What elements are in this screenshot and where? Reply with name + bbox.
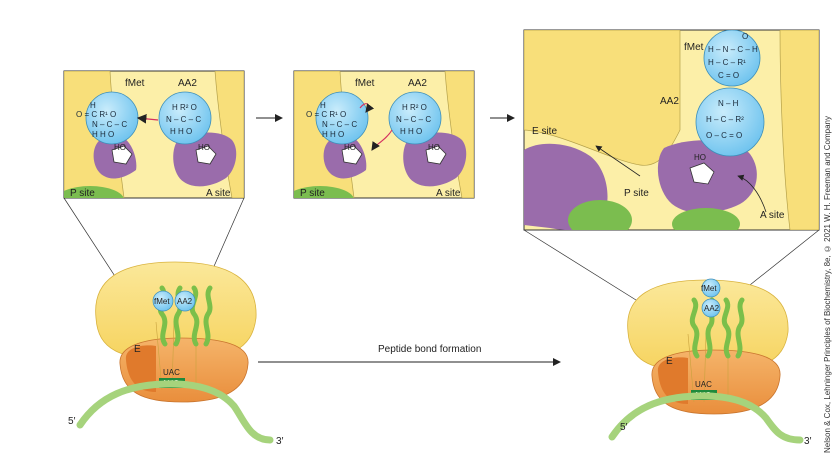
ribosome-right: fMet AA2 E UAC AUG 5′ 3′ xyxy=(608,278,812,447)
aa2-sphere-small xyxy=(701,298,721,318)
e-pocket xyxy=(657,357,688,404)
aa2-atom-row-1: H R² O xyxy=(402,103,427,112)
trna-a xyxy=(721,297,745,359)
p-site-green xyxy=(64,186,124,198)
aa2-label: AA2 xyxy=(660,96,679,107)
fmet-atom-row-3: H – C – R¹ xyxy=(708,58,746,67)
fmet-atom-row-3: N – C – C xyxy=(92,120,127,129)
aa2-atom-row-3: O – C = O xyxy=(706,131,742,140)
aa2-atom-row-2: N – C – C xyxy=(396,115,431,124)
e-pocket xyxy=(125,345,156,392)
mrna xyxy=(608,392,804,444)
ho-right: HO xyxy=(198,143,210,152)
aa2-sphere xyxy=(695,87,765,157)
fmet-sphere xyxy=(703,30,761,87)
p-site-label-2: P site xyxy=(300,188,325,199)
fmet-atom-row-4: C = O xyxy=(718,71,739,80)
fmet-atom-row-4: H H O xyxy=(322,130,344,139)
nucleophile-arrow xyxy=(136,114,159,124)
aa2-label: AA2 xyxy=(178,78,197,89)
a-site-label-3: A site xyxy=(760,210,785,221)
three-prime-label: 3′ xyxy=(804,436,812,447)
panel-3: fMet AA2 O H – N – C – H H – C – R¹ C = … xyxy=(523,29,820,231)
mrna xyxy=(76,380,274,444)
copyright-credit: Nelson & Cox, Lehninger Principles of Bi… xyxy=(823,115,832,453)
p-site-label-3: P site xyxy=(624,188,649,199)
aa2-sphere xyxy=(388,91,442,145)
fmet-label: fMet xyxy=(684,42,704,53)
aa2-small-label: AA2 xyxy=(177,297,193,306)
uac-label: UAC xyxy=(163,368,180,377)
aa2-atom-row-3: H H O xyxy=(170,127,192,136)
ho-right: HO xyxy=(428,143,440,152)
ho-label: HO xyxy=(694,153,706,162)
ribose xyxy=(689,162,715,185)
aa2-atom-row-1: H R² O xyxy=(172,103,197,112)
a-site-label-2: A site xyxy=(436,188,461,199)
fmet-label: fMet xyxy=(125,78,145,89)
fmet-label: fMet xyxy=(355,78,375,89)
fmet-atom-row-2: O = C R¹ O xyxy=(306,110,346,119)
fmet-sphere-small xyxy=(152,290,174,312)
aa2-atom-row-2: N – C – C xyxy=(166,115,201,124)
fmet-small-label: fMet xyxy=(154,297,170,306)
peptide-bond-label: Peptide bond formation xyxy=(378,344,481,355)
aa2-sphere-small xyxy=(174,290,196,312)
aa2-atom-row-3: H H O xyxy=(400,127,422,136)
fmet-sphere xyxy=(315,91,369,145)
aa2-small-label: AA2 xyxy=(704,304,720,313)
e-site-green xyxy=(568,200,632,230)
aa2-label: AA2 xyxy=(408,78,427,89)
aa2-atom-row-2: H – C – R² xyxy=(706,115,744,124)
ribosome-groove-right xyxy=(779,30,819,230)
fmet-atom-row-4: H H O xyxy=(92,130,114,139)
fmet-atom-row-1: H xyxy=(320,101,326,110)
five-prime-label: 5′ xyxy=(620,422,628,433)
fmet-atom-row-1: H xyxy=(90,101,96,110)
aa2-sphere xyxy=(158,91,212,145)
fmet-atom-row-2: O = C R¹ O xyxy=(76,110,116,119)
e-label: E xyxy=(134,344,141,355)
fmet-atom-row-2: H – N – C – H xyxy=(708,45,758,54)
ho-left: HO xyxy=(114,143,126,152)
ribose-right xyxy=(195,145,217,165)
electron-arrow-2 xyxy=(371,129,393,151)
panel-1: fMet AA2 H O = C R¹ O N – C – C H H O H … xyxy=(63,70,245,199)
ribose-left xyxy=(341,145,363,165)
a-site-arrow xyxy=(737,174,767,213)
e-site-label: E site xyxy=(532,126,557,137)
panel-2: fMet AA2 H O = C R¹ O N – C – C H H O H … xyxy=(293,70,475,199)
trna-a xyxy=(189,285,213,347)
p-site-label-1: P site xyxy=(70,188,95,199)
fmet-small-label: fMet xyxy=(701,284,717,293)
ribosome-groove xyxy=(524,30,681,166)
p-site-green xyxy=(294,186,354,198)
fmet-atom-row-1: O xyxy=(742,32,748,41)
ribose-right xyxy=(425,145,447,165)
fmet-atom-row-3: N – C – C xyxy=(322,120,357,129)
a-site-label-1: A site xyxy=(206,188,231,199)
ribosome-left: fMet AA2 E UAC AUG 5′ 3′ xyxy=(68,261,284,447)
uac-label: UAC xyxy=(695,380,712,389)
electron-arrow-1 xyxy=(359,103,375,113)
ribose-left xyxy=(111,145,133,165)
aa2-atom-row-1: N – H xyxy=(718,99,739,108)
fmet-sphere-small xyxy=(701,278,721,298)
p-site-green xyxy=(672,208,740,230)
translocation-arrow xyxy=(595,145,641,177)
three-prime-label: 3′ xyxy=(276,436,284,447)
ho-left: HO xyxy=(344,143,356,152)
e-label: E xyxy=(666,356,673,367)
five-prime-label: 5′ xyxy=(68,416,76,427)
